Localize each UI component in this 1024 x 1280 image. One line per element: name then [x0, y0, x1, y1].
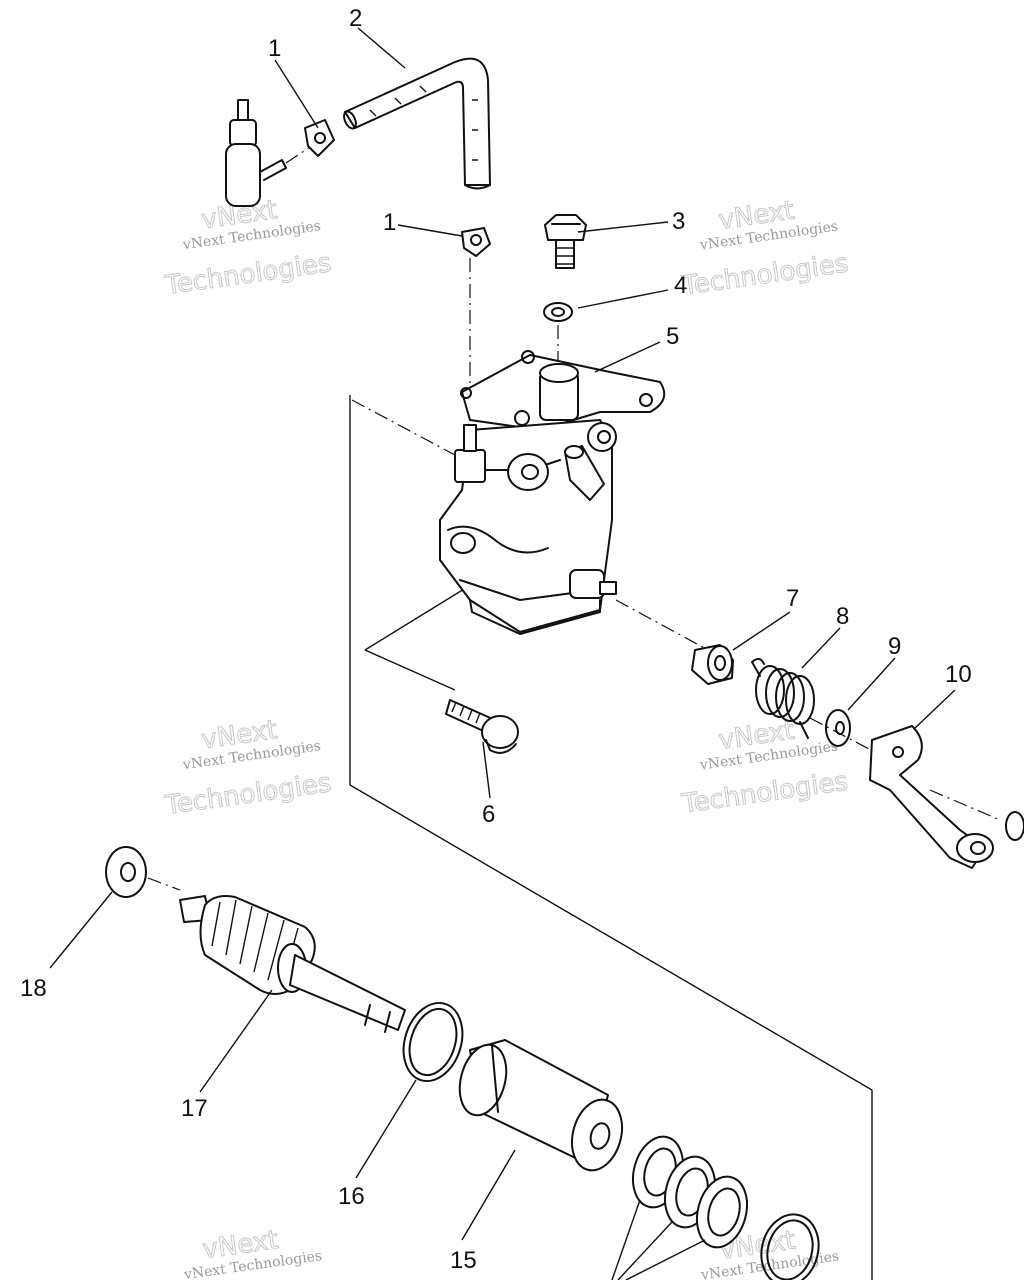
centerline-pump-left — [351, 399, 456, 456]
callout-16: 16 — [338, 1183, 365, 1210]
callout-1-lower: 1 — [383, 209, 396, 236]
callout-9: 9 — [888, 633, 901, 660]
callout-7: 7 — [786, 585, 799, 612]
sealing-washer-part — [543, 302, 573, 322]
callout-6: 6 — [482, 801, 495, 828]
watermark-bottom-left: vNext vNext Technologies — [182, 1225, 323, 1280]
mounting-bolt-part — [445, 699, 519, 754]
svg-text:Technologies: Technologies — [163, 248, 334, 301]
centerline-lever — [809, 717, 1001, 821]
hose-clamp-lower-part — [461, 227, 491, 257]
thrust-washer-part — [825, 709, 851, 747]
snap-ring-part — [760, 1213, 820, 1280]
group-boundary-line — [349, 395, 873, 1280]
hose-clamp-upper-part — [304, 119, 335, 157]
watermark-mid-right: vNext vNext Technologies Technologies — [679, 715, 851, 820]
oil-hose-part — [343, 57, 491, 190]
pump-lever-part — [869, 725, 1024, 869]
drive-gear-shaft-part — [179, 895, 406, 1033]
tank-fitting-part — [225, 99, 317, 207]
drive-sleeve-part — [458, 1039, 623, 1172]
centerline-gear-shaft — [147, 877, 181, 891]
oil-pump-assembly-part — [439, 350, 666, 635]
end-washer-part — [105, 846, 147, 898]
centerline-shaft — [615, 599, 709, 651]
callout-8: 8 — [836, 603, 849, 630]
callout-10: 10 — [945, 661, 972, 688]
callout-2: 2 — [349, 5, 362, 32]
shim-stack-part — [632, 1135, 748, 1249]
svg-text:Technologies: Technologies — [680, 249, 851, 302]
callout-5: 5 — [666, 323, 679, 350]
callout-18: 18 — [20, 975, 47, 1002]
leader-shims — [611, 1199, 706, 1280]
watermark-mid-left: vNext vNext Technologies Technologies — [162, 715, 334, 822]
watermark-top-right: vNext vNext Technologies Technologies — [679, 195, 851, 302]
svg-text:Technologies: Technologies — [163, 768, 334, 821]
return-spring-part — [751, 658, 815, 739]
bleed-screw-part — [544, 214, 587, 269]
callout-1-upper: 1 — [268, 35, 281, 62]
callout-3: 3 — [672, 208, 685, 235]
o-ring-part — [402, 1001, 464, 1083]
callout-15: 15 — [450, 1247, 477, 1274]
leader-lines — [49, 27, 956, 1241]
bushing-part — [691, 644, 734, 685]
callout-4: 4 — [674, 272, 687, 299]
svg-text:Technologies: Technologies — [679, 767, 850, 820]
callout-17: 17 — [181, 1095, 208, 1122]
